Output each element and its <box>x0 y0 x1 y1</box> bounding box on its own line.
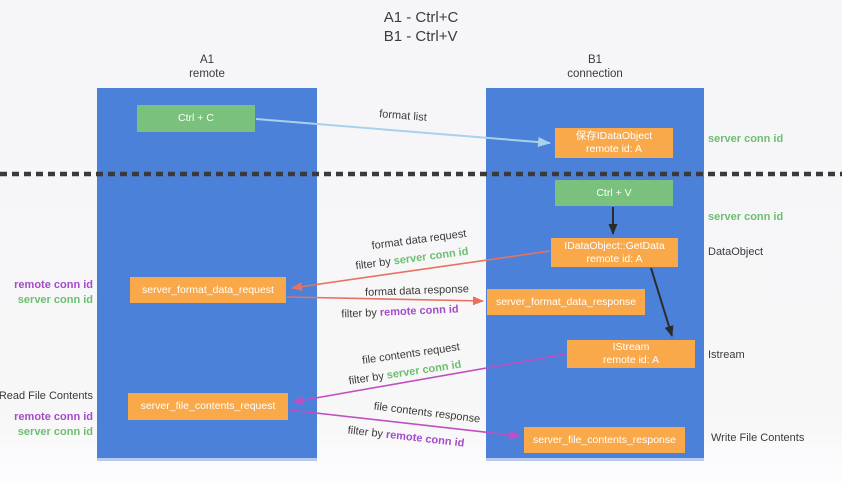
filter-by-text: filter by <box>354 255 392 273</box>
lane-b1-title: B1 <box>587 54 603 66</box>
node-save-idataobject: 保存IDataObject remote id: A <box>555 128 673 158</box>
lane-a1-subtitle: remote <box>189 68 225 80</box>
node-save-idataobject-line1: 保存IDataObject <box>575 130 653 142</box>
node-server-format-data-response-label: server_format_data_response <box>495 295 637 308</box>
side-label-dataobject: DataObject <box>708 246 764 258</box>
node-server-format-data-request: server_format_data_request <box>130 277 286 303</box>
server-conn-id-text: server conn id <box>393 245 470 268</box>
node-server-file-contents-request: server_file_contents_request <box>128 393 288 420</box>
side-label-server-conn-id-left-bottom: server conn id <box>17 426 93 438</box>
remote-conn-id-text: remote conn id <box>379 303 459 319</box>
remote-conn-id-text: remote conn id <box>385 428 465 450</box>
node-istream-line1: IStream <box>612 341 650 353</box>
side-label-server-conn-id-top: server conn id <box>708 133 784 145</box>
node-server-format-data-response: server_format_data_response <box>487 289 645 315</box>
title-line-2: B1 - Ctrl+V <box>383 28 458 45</box>
side-label-server-conn-id-mid: server conn id <box>708 211 784 223</box>
side-label-remote-conn-id-bottom: remote conn id <box>14 411 93 423</box>
node-getdata-line2: remote id: A <box>586 252 643 265</box>
node-idataobject-getdata: IDataObject::GetData remote id: A <box>551 238 678 267</box>
node-ctrl-c-label: Ctrl + C <box>178 112 214 124</box>
filter-by-text: filter by <box>347 424 384 441</box>
title-line-1: A1 - Ctrl+C <box>383 9 459 26</box>
filter-by-text: filter by <box>347 370 385 388</box>
edge-label-format-data-response: format data response <box>364 283 470 299</box>
node-ctrl-v: Ctrl + V <box>555 180 673 206</box>
node-istream: IStream remote id: A <box>567 340 695 368</box>
node-istream-line2: remote id: A <box>602 354 660 366</box>
node-save-idataobject-line2: remote id: A <box>585 143 643 155</box>
side-label-remote-conn-id-top: remote conn id <box>14 279 93 291</box>
side-label-write-file-contents: Write File Contents <box>711 432 805 444</box>
lane-header-a1: A1 remote <box>97 53 317 81</box>
side-label-server-conn-id-left-top: server conn id <box>17 294 93 306</box>
edge-label-format-list: format list <box>378 108 428 124</box>
lane-header-b1: B1 connection <box>486 53 704 81</box>
node-server-format-data-request-label: server_format_data_request <box>142 283 274 296</box>
node-server-file-contents-response-label: server_file_contents_response <box>532 433 676 446</box>
edge-label-file-contents-response: file contents response <box>373 400 481 426</box>
side-label-read-file-contents: Read File Contents <box>0 390 93 402</box>
node-getdata-line1: IDataObject::GetData <box>564 239 665 252</box>
lane-a1-title: A1 <box>199 54 215 66</box>
node-ctrl-c: Ctrl + C <box>137 105 255 132</box>
filter-by-text: filter by <box>341 307 378 321</box>
node-server-file-contents-response: server_file_contents_response <box>524 427 685 453</box>
lane-b1-subtitle: connection <box>567 68 623 80</box>
node-server-file-contents-request-label: server_file_contents_request <box>140 400 276 412</box>
side-label-istream: Istream <box>708 349 745 361</box>
diagram-title: A1 - Ctrl+C B1 - Ctrl+V <box>0 8 842 46</box>
server-conn-id-text: server conn id <box>385 358 463 382</box>
node-ctrl-v-label: Ctrl + V <box>596 186 632 199</box>
